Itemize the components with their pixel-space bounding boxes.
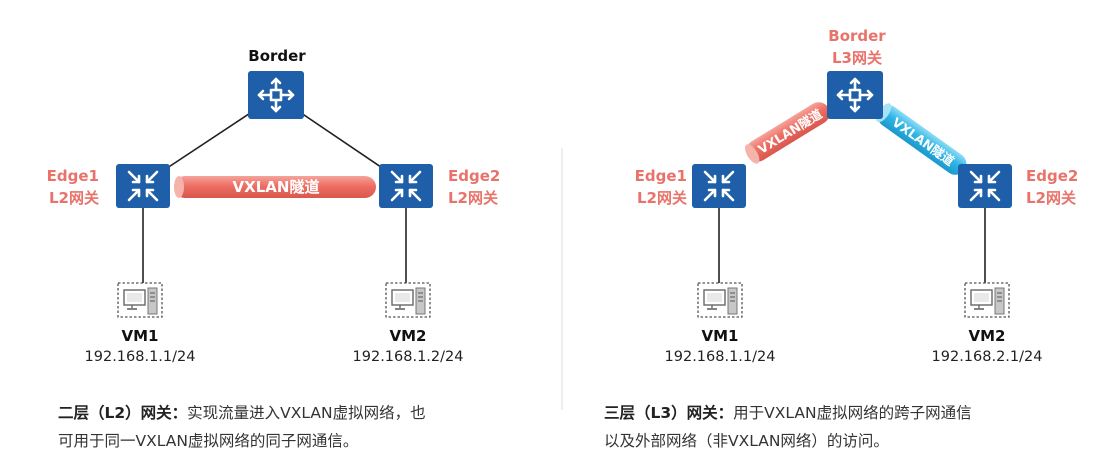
right-caption-title: 三层（L3）网关： [604,404,734,422]
right-border-label: Border [828,27,886,45]
left-border-label: Border [248,47,306,65]
right-vm1-name: VM1 [702,327,739,345]
left-caption-line2: 可用于同一VXLAN虚拟网络的同子网通信。 [58,432,359,450]
right-edge2-name: Edge2 [1026,167,1078,185]
left-edge2-switch-icon [377,162,435,210]
left-edge1-name: Edge1 [47,167,99,185]
right-caption-line1: 三层（L3）网关：用于VXLAN虚拟网络的跨子网通信 [604,399,1094,427]
left-caption-title: 二层（L2）网关： [58,404,188,422]
left-vm1-server-icon [117,282,163,318]
left-caption-text1: 实现流量进入VXLAN虚拟网络，也 [187,404,426,422]
right-caption-line2: 以及外部网络（非VXLAN网络）的访问。 [604,432,889,450]
right-edge2-switch-icon [956,162,1014,210]
right-caption-text1: 用于VXLAN虚拟网络的跨子网通信 [733,404,972,422]
left-vm2-server-icon [385,282,431,318]
right-tunnel2-label: VXLAN隧道 [890,114,958,169]
right-edge2-role: L2网关 [1026,189,1076,207]
right-vm2-ip: 192.168.2.1/24 [932,349,1043,365]
right-vxlan-tunnel-2: VXLAN隧道 [876,103,967,175]
right-tunnel1-label: VXLAN隧道 [755,106,825,157]
right-border-role: L3网关 [832,49,882,67]
left-vxlan-tunnel: VXLAN隧道 [174,176,376,198]
right-edge1-role: L2网关 [637,189,687,207]
right-border-router-icon [825,69,885,121]
right-edge1-name: Edge1 [635,167,687,185]
right-vm2-server-icon [964,282,1010,318]
right-vm1-ip: 192.168.1.1/24 [665,349,776,365]
right-edge1-switch-icon [690,162,748,210]
left-vm2-ip: 192.168.1.2/24 [353,349,464,365]
left-caption: 二层（L2）网关：实现流量进入VXLAN虚拟网络，也 可用于同一VXLAN虚拟网… [58,399,528,455]
right-vm2-name: VM2 [969,327,1006,345]
left-vm1-name: VM1 [122,327,159,345]
left-edge1-switch-icon [114,162,172,210]
right-vm1-server-icon [697,282,743,318]
left-caption-line1: 二层（L2）网关：实现流量进入VXLAN虚拟网络，也 [58,399,528,427]
right-links [718,186,986,300]
right-caption: 三层（L3）网关：用于VXLAN虚拟网络的跨子网通信 以及外部网络（非VXLAN… [604,399,1094,455]
left-vm1-ip: 192.168.1.1/24 [85,349,196,365]
left-border-router-icon [246,69,306,121]
left-edge2-role: L2网关 [448,189,498,207]
left-tunnel-label: VXLAN隧道 [233,178,320,196]
left-edge1-role: L2网关 [49,189,99,207]
left-vm2-name: VM2 [390,327,427,345]
left-edge2-name: Edge2 [448,167,500,185]
right-vxlan-tunnel-1: VXLAN隧道 [745,102,830,164]
